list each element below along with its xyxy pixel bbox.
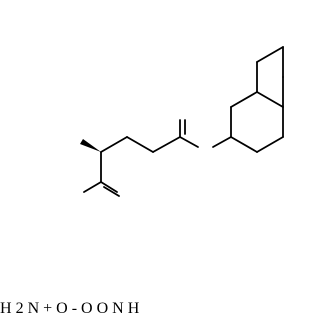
carboxylate-charge: - xyxy=(71,300,78,317)
bond-ccarboxyl-o-double-b xyxy=(103,186,120,197)
bond-cd-amide-n xyxy=(179,136,199,148)
naphthalene-ring xyxy=(230,46,284,153)
ammonium-n: N xyxy=(27,300,40,317)
carboxyl-o: O xyxy=(96,300,109,317)
atom-labels: H 2 N + O - O O N H xyxy=(0,300,300,318)
bond-cb-cg xyxy=(126,136,154,153)
ammonium-h-count: 2 xyxy=(15,300,24,317)
bond-ccarboxyl-o-minus xyxy=(83,181,102,193)
bonds xyxy=(83,119,232,197)
stereo-wedge-bond xyxy=(80,139,101,152)
amide-n: N xyxy=(112,300,124,317)
bond-ccarboxyl-o-double-a xyxy=(100,181,118,193)
ring-bond-3 xyxy=(256,91,284,108)
bond-ca-cb xyxy=(100,136,128,153)
ring-bond-6 xyxy=(230,136,258,153)
bond-amide-n-naph xyxy=(212,136,232,148)
ring-bond-2 xyxy=(230,91,258,108)
molecule-structure-diagram xyxy=(80,46,284,197)
amide-h: H xyxy=(127,300,140,317)
carboxylate-o: O xyxy=(56,300,68,317)
ammonium-charge: + xyxy=(43,300,53,317)
ring-bond-8 xyxy=(256,46,284,63)
ammonium-h: H xyxy=(0,300,12,317)
ring-bond-5 xyxy=(256,136,284,153)
bond-cg-cd xyxy=(152,136,181,153)
carbonyl-o: O xyxy=(81,300,93,317)
